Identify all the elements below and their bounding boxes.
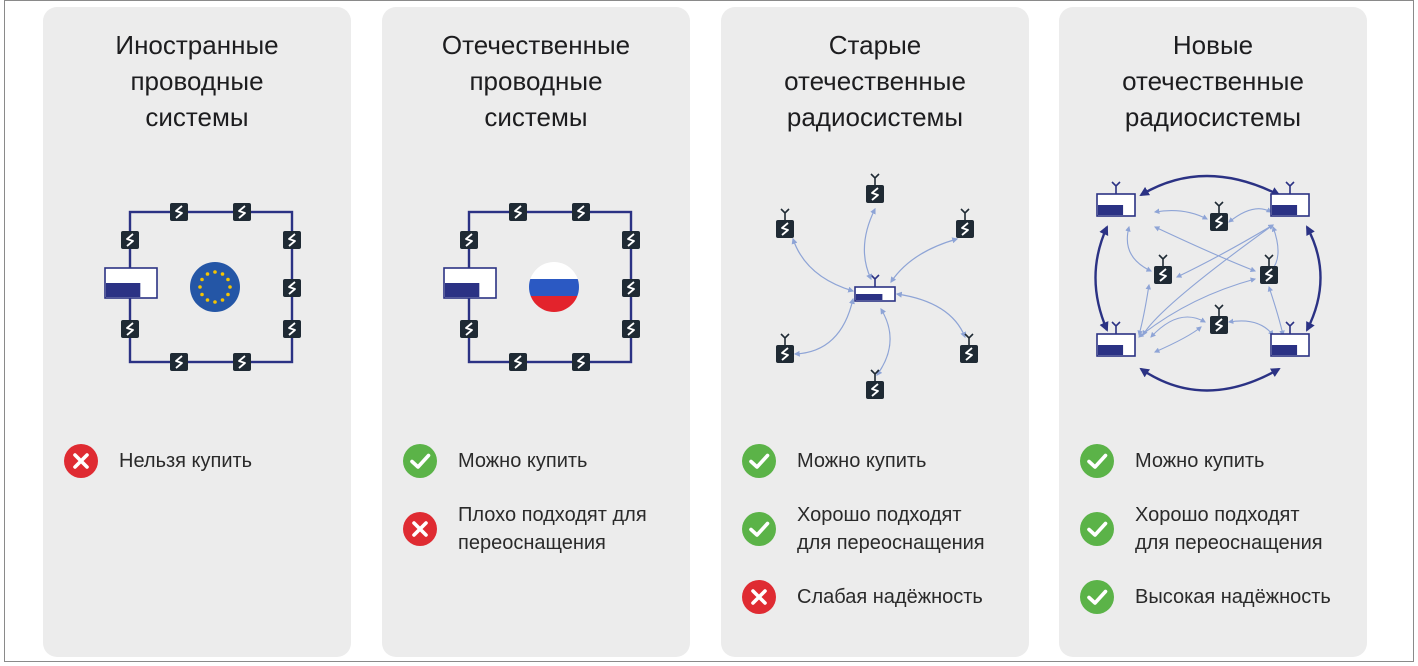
wired-sensor-icon [170,203,188,221]
wireless-sensor-icon [1260,254,1278,284]
feature-item: Нельзя купить [63,443,351,479]
wired-sensor-icon [572,353,590,371]
feature-text: Можно купить [797,450,927,472]
feature-item: Высокая надёжность [1079,579,1367,615]
wireless-sensor-icon [776,333,794,363]
wired-sensor-icon [233,353,251,371]
wired-sensor-icon [121,320,139,338]
control-panel-icon [1270,321,1310,357]
feature-item: Можно купить [741,443,1029,479]
check-icon [403,444,437,478]
feature-text: Нельзя купить [119,450,253,472]
feature-list: Нельзя купить [63,443,351,501]
card-title: Старые отечественные радиосистемы [784,30,966,132]
control-panel-icon [1270,181,1310,217]
wired-sensor-icon [460,231,478,249]
wireless-sensor-icon [956,208,974,238]
wireless-sensor-icon [866,173,884,203]
check-icon [742,512,776,546]
mesh-system-diagram [1094,174,1322,392]
russia-flag-icon [529,262,579,312]
wired-sensor-icon [233,203,251,221]
feature-text: Можно купить [458,450,588,472]
wired-sensor-icon [121,231,139,249]
control-panel-icon [854,274,896,302]
wired-system-diagram [104,203,301,371]
wired-sensor-icon [509,353,527,371]
feature-item: Хорошо подходят для переоснащения [741,501,1029,557]
star-system-diagram [776,173,978,399]
wireless-sensor-icon [1154,254,1172,284]
cross-icon [403,512,437,546]
wireless-sensor-icon [1210,201,1228,231]
control-panel-icon [1096,181,1136,217]
wired-sensor-icon [509,203,527,221]
control-panel-icon [104,267,158,299]
wireless-sensor-icon [776,208,794,238]
wired-sensor-icon [572,203,590,221]
wired-sensor-icon [283,279,301,297]
check-icon [742,444,776,478]
feature-text: Хорошо подходят для переоснащения [797,504,985,554]
wireless-sensor-icon [1210,304,1228,334]
card-title: Иностранные проводные системы [115,30,279,132]
card-title: Отечественные проводные системы [441,30,631,132]
feature-item: Слабая надёжность [741,579,1029,615]
feature-item: Можно купить [402,443,690,479]
wired-sensor-icon [283,231,301,249]
wired-system-diagram [443,203,640,371]
feature-text: Плохо подходят для переоснащения [458,504,647,554]
wired-sensor-icon [622,320,640,338]
wireless-sensor-icon [866,369,884,399]
check-icon [1080,512,1114,546]
card-title: Новые отечественные радиосистемы [1122,30,1304,132]
wired-sensor-icon [283,320,301,338]
feature-text: Хорошо подходят для переоснащения [1135,504,1323,554]
wired-sensor-icon [170,353,188,371]
feature-item: Плохо подходят для переоснащения [402,501,690,557]
cross-icon [64,444,98,478]
feature-text: Можно купить [1135,450,1265,472]
feature-item: Хорошо подходят для переоснащения [1079,501,1367,557]
wired-sensor-icon [622,231,640,249]
wired-sensor-icon [460,320,478,338]
wired-sensor-icon [622,279,640,297]
check-icon [1080,580,1114,614]
control-panel-icon [443,267,497,299]
feature-text: Высокая надёжность [1135,586,1331,608]
wireless-sensor-icon [960,333,978,363]
feature-item: Можно купить [1079,443,1367,479]
cross-icon [742,580,776,614]
feature-text: Слабая надёжность [797,586,983,608]
check-icon [1080,444,1114,478]
control-panel-icon [1096,321,1136,357]
eu-flag-icon [190,262,240,312]
